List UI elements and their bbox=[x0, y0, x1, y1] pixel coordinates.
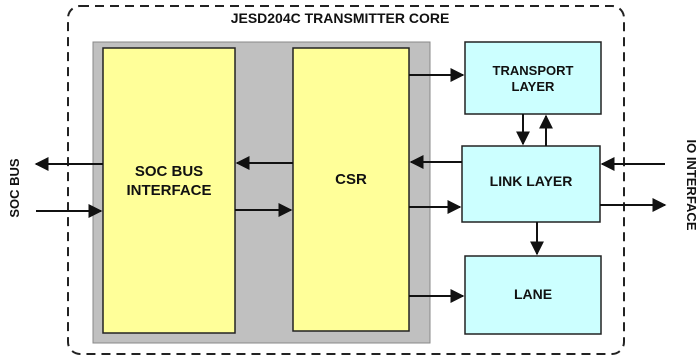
soc-bus-interface-label: SOC BUS INTERFACE bbox=[126, 163, 212, 199]
csr-block bbox=[292, 47, 410, 332]
lane-label: LANE bbox=[513, 286, 553, 303]
transport-layer-label: TRANSPORT LAYER bbox=[492, 62, 574, 94]
soc-bus-label: SOC BUS bbox=[6, 158, 22, 218]
diagram-title: JESD204C TRANSMITTER CORE bbox=[230, 10, 450, 27]
io-interface-label: IO INTERFACE bbox=[684, 139, 700, 231]
link-layer-block bbox=[461, 145, 601, 223]
csr-label: CSR bbox=[335, 170, 367, 188]
core-boundary bbox=[67, 5, 625, 355]
link-layer-label: LINK LAYER bbox=[489, 173, 573, 190]
transport-layer-block bbox=[464, 41, 602, 115]
lane-block bbox=[464, 255, 602, 335]
soc-bus-interface-block bbox=[102, 47, 236, 334]
